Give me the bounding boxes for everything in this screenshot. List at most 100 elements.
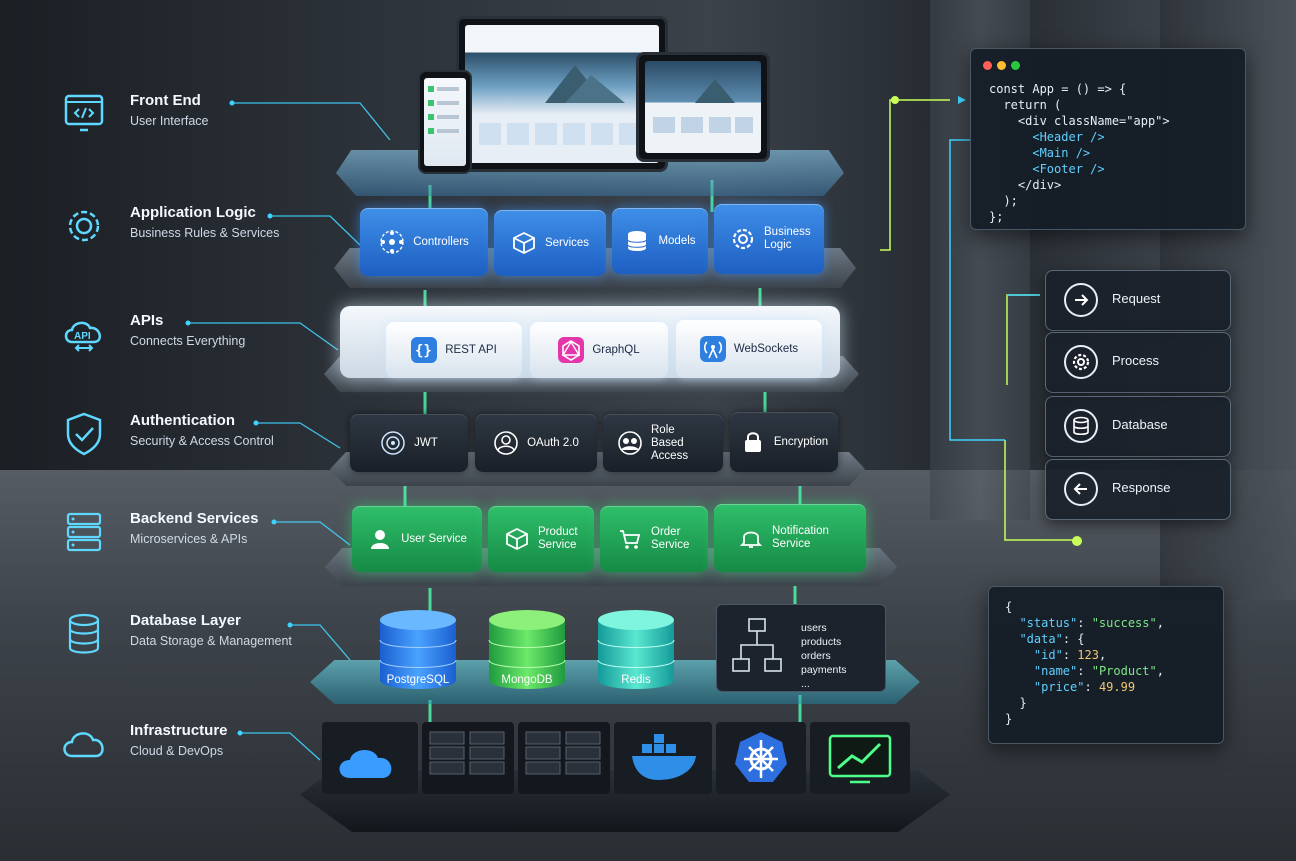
legend-title: Front End bbox=[130, 92, 201, 109]
phone-device bbox=[418, 70, 472, 174]
tile-label: Encryption bbox=[773, 435, 829, 448]
laptop-device bbox=[456, 16, 668, 172]
flow-label: Response bbox=[1112, 480, 1171, 495]
json-value: 49.99 bbox=[1098, 680, 1136, 694]
tile-label: Notification Service bbox=[772, 525, 829, 550]
mongodb-cylinder: MongoDB bbox=[487, 608, 567, 692]
cart-icon bbox=[620, 530, 641, 549]
database-icon bbox=[627, 231, 647, 251]
legend-apis: API APIs Connects Everything bbox=[60, 310, 360, 370]
schema-table: ... bbox=[801, 678, 810, 690]
tile-label: Order Service bbox=[651, 526, 690, 551]
gear-icon bbox=[68, 210, 100, 242]
code-line: }; bbox=[989, 210, 1004, 224]
legend-backend-services: Backend Services Microservices & APIs bbox=[60, 508, 360, 568]
mountain-image-icon bbox=[653, 79, 753, 133]
business-logic-tile: Business Logic bbox=[714, 204, 824, 274]
docker-block bbox=[614, 722, 712, 794]
rest-api-tile: {} REST API bbox=[386, 322, 522, 378]
lock-icon bbox=[744, 432, 761, 452]
notification-service-tile: Notification Service bbox=[714, 504, 866, 572]
legend-subtitle: Data Storage & Management bbox=[130, 634, 292, 648]
order-service-tile: Order Service bbox=[600, 506, 708, 572]
laptop-screen bbox=[465, 25, 659, 163]
tile-label: Product Service bbox=[538, 526, 578, 551]
json-key: "status" bbox=[1019, 616, 1078, 630]
legend-subtitle: Microservices & APIs bbox=[130, 532, 248, 546]
arrow-right-icon bbox=[1064, 283, 1098, 317]
user-circle-icon bbox=[494, 431, 518, 455]
flow-database: Database bbox=[1045, 396, 1231, 457]
redis-cylinder: Redis bbox=[596, 608, 676, 692]
mountain-image-icon bbox=[479, 65, 641, 145]
network-icon bbox=[380, 230, 404, 254]
schema-table: payments bbox=[801, 664, 847, 676]
json-key: "price" bbox=[1033, 680, 1085, 694]
code-block: const App = () => { return ( <div classN… bbox=[989, 81, 1170, 225]
json-block: { "status": "success", "data": { "id": 1… bbox=[1005, 600, 1164, 726]
json-value: 123 bbox=[1077, 648, 1099, 662]
svg-text:{}: {} bbox=[415, 343, 432, 359]
code-line: <Footer /> bbox=[989, 162, 1105, 176]
schema-table-list: users products orders payments ... bbox=[801, 621, 847, 691]
server-block bbox=[422, 722, 514, 794]
tile-label: Controllers bbox=[413, 235, 469, 248]
legend-front-end: Front End User Interface bbox=[60, 90, 360, 150]
tile-label: Models bbox=[658, 234, 696, 247]
legend-infrastructure: Infrastructure Cloud & DevOps bbox=[60, 720, 360, 780]
cloud-icon bbox=[339, 749, 392, 778]
user-icon bbox=[371, 530, 390, 549]
legend-authentication: Authentication Security & Access Control bbox=[60, 410, 360, 470]
svg-text:API: API bbox=[74, 331, 91, 342]
shield-check-icon bbox=[66, 412, 102, 456]
database-icon bbox=[488, 610, 566, 689]
legend-title: APIs bbox=[130, 312, 164, 329]
database-label: MongoDB bbox=[501, 674, 553, 686]
infrastructure-row bbox=[322, 722, 912, 796]
json-value: "Product" bbox=[1091, 664, 1157, 678]
oauth-tile: OAuth 2.0 bbox=[475, 414, 597, 472]
json-line: } bbox=[1019, 696, 1027, 710]
models-tile: Models bbox=[612, 208, 708, 274]
user-service-tile: User Service bbox=[352, 506, 482, 572]
tile-label: GraphQL bbox=[592, 343, 640, 356]
minimize-dot-icon bbox=[997, 61, 1006, 70]
monitoring-block bbox=[810, 722, 910, 794]
code-window-icon bbox=[64, 94, 104, 132]
legend-title: Infrastructure bbox=[130, 722, 228, 739]
list-icon bbox=[428, 86, 459, 134]
tile-label: User Service bbox=[401, 532, 467, 545]
bell-icon bbox=[739, 531, 763, 548]
api-cloud-icon: API bbox=[64, 321, 102, 352]
flow-label: Database bbox=[1112, 417, 1168, 432]
kubernetes-icon bbox=[735, 732, 787, 782]
flow-label: Process bbox=[1112, 353, 1159, 368]
schema-panel: users products orders payments ... bbox=[716, 604, 886, 692]
kubernetes-block bbox=[716, 722, 806, 794]
json-key: "data" bbox=[1019, 632, 1063, 646]
fingerprint-icon bbox=[381, 431, 405, 455]
schema-table: users bbox=[801, 622, 827, 634]
arrow-left-icon bbox=[1064, 472, 1098, 506]
services-tile: Services bbox=[494, 210, 606, 276]
json-response-panel: { "status": "success", "data": { "id": 1… bbox=[988, 586, 1224, 744]
legend-subtitle: Connects Everything bbox=[130, 334, 246, 348]
role-based-access-tile: Role Based Access bbox=[603, 414, 723, 472]
legend-database-layer: Database Layer Data Storage & Management bbox=[60, 610, 360, 670]
database-icon bbox=[379, 610, 457, 689]
jwt-tile: JWT bbox=[350, 414, 468, 472]
websockets-tile: WebSockets bbox=[676, 320, 822, 378]
encryption-tile: Encryption bbox=[730, 412, 838, 472]
legend-title: Database Layer bbox=[130, 612, 241, 629]
group-icon bbox=[618, 431, 642, 455]
flow-request: Request bbox=[1045, 270, 1231, 331]
legend-subtitle: Business Rules & Services bbox=[130, 226, 280, 240]
gear-icon bbox=[732, 228, 754, 250]
legend-title: Application Logic bbox=[130, 204, 256, 221]
database-icon bbox=[1064, 409, 1098, 443]
product-service-tile: Product Service bbox=[488, 506, 594, 572]
legend-title: Backend Services bbox=[130, 510, 259, 527]
tablet-device bbox=[636, 52, 770, 162]
cloud-icon bbox=[63, 732, 104, 758]
docker-icon bbox=[632, 734, 696, 780]
